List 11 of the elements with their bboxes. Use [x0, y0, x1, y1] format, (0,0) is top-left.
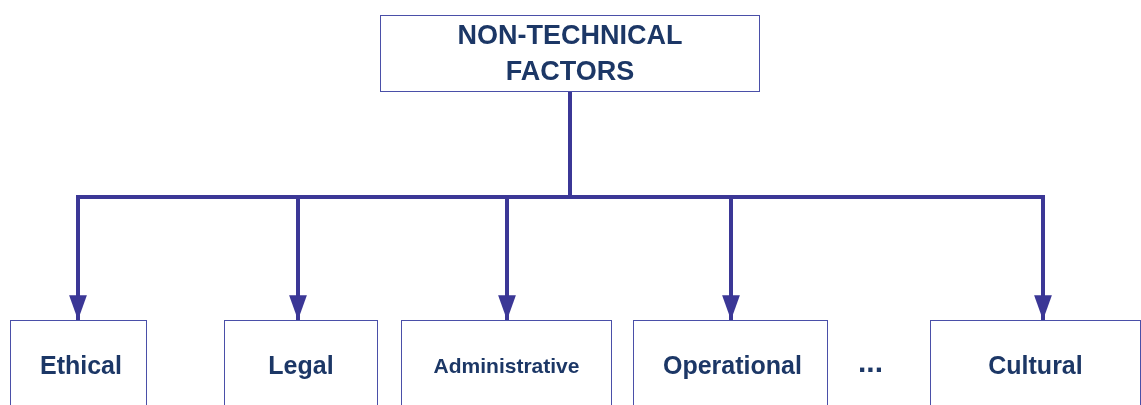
factor-box: [930, 320, 1141, 405]
factor-box: [633, 320, 828, 405]
factor-box: [10, 320, 147, 405]
factor-box: [224, 320, 378, 405]
factor-label: Legal: [268, 350, 334, 381]
ellipsis-label: ...: [858, 345, 883, 379]
factor-label: Administrative: [433, 353, 580, 379]
factor-label: Cultural: [988, 350, 1083, 381]
factor-box: [401, 320, 612, 405]
title-text: NON-TECHNICAL FACTORS: [456, 19, 684, 88]
category-box: [380, 15, 760, 92]
